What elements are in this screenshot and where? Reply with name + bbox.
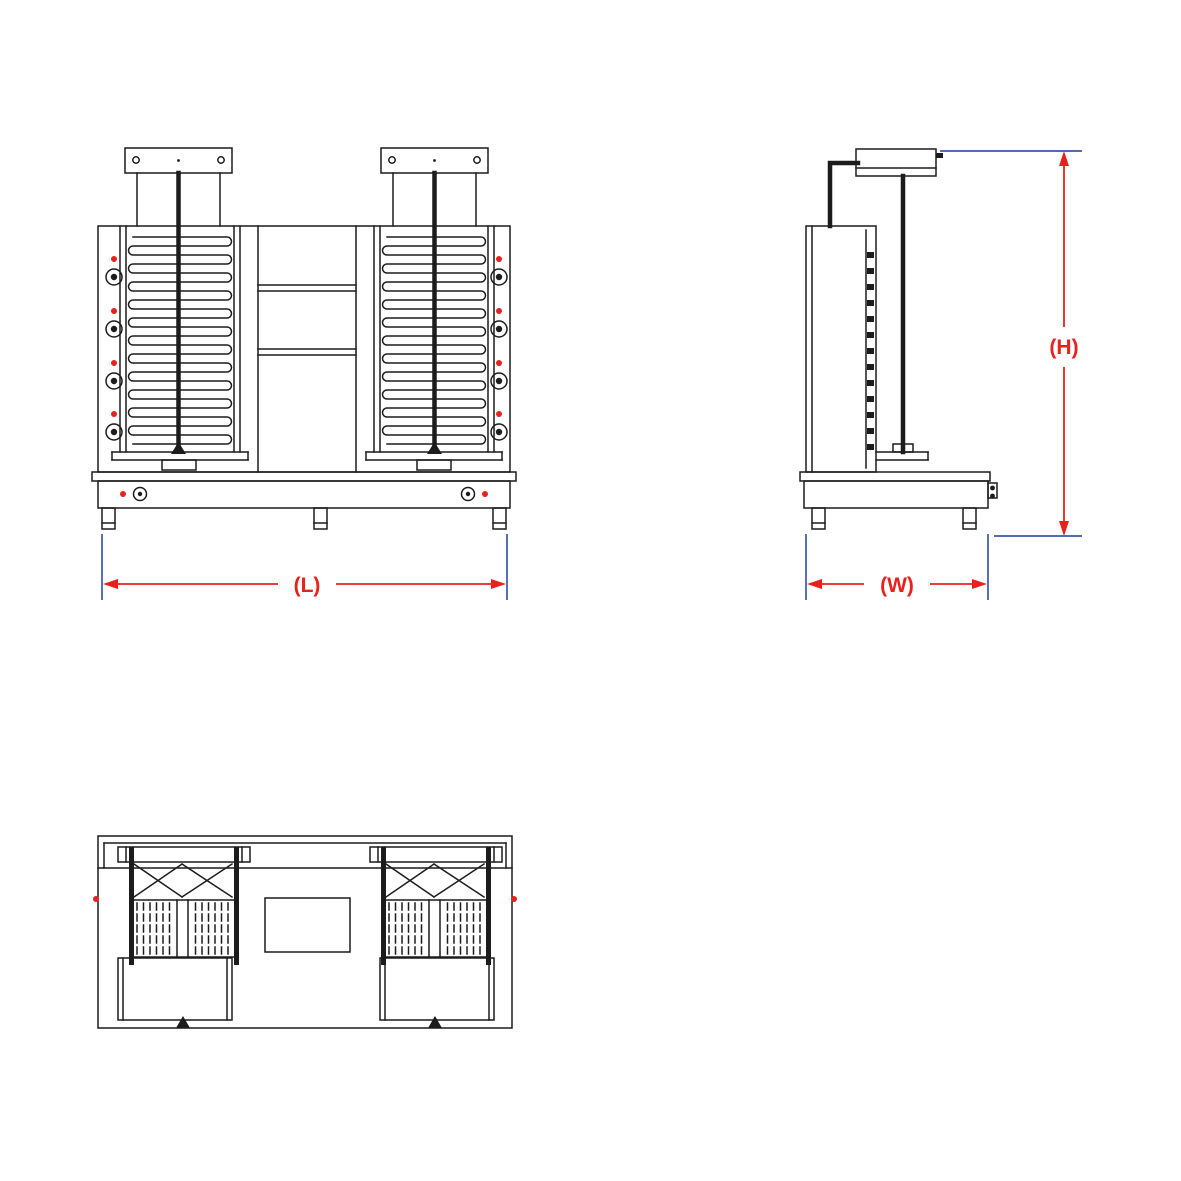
top-indicator-dots bbox=[93, 896, 517, 902]
arrow-down-icon bbox=[1059, 521, 1069, 536]
top-burner-right bbox=[369, 846, 503, 1028]
side-base bbox=[799, 471, 998, 530]
front-leg-left bbox=[101, 507, 116, 530]
front-control-knobs bbox=[105, 256, 508, 502]
width-label: (W) bbox=[880, 574, 914, 597]
extension-lines bbox=[101, 150, 1082, 600]
front-heating-element-right bbox=[381, 236, 487, 445]
front-base bbox=[91, 471, 517, 530]
arrow-up-icon bbox=[1059, 151, 1069, 166]
top-grate-right bbox=[388, 902, 481, 955]
length-label: (L) bbox=[294, 574, 321, 597]
top-view bbox=[93, 835, 517, 1029]
top-tray-left bbox=[117, 957, 233, 1021]
front-leg-middle bbox=[313, 507, 328, 530]
front-view bbox=[91, 147, 517, 530]
side-element-ticks bbox=[867, 252, 874, 450]
side-skewer bbox=[875, 173, 929, 461]
side-leg-left bbox=[811, 507, 826, 530]
width-dimension: (W) bbox=[807, 574, 987, 597]
top-grate-left bbox=[136, 902, 229, 955]
front-body bbox=[97, 225, 511, 473]
front-skewer-rods bbox=[171, 170, 442, 454]
height-dimension: (H) bbox=[1049, 151, 1079, 536]
arrow-left-icon bbox=[103, 579, 118, 589]
arrow-right-icon bbox=[491, 579, 506, 589]
height-label: (H) bbox=[1049, 336, 1078, 359]
side-body bbox=[805, 225, 877, 473]
front-leg-right bbox=[492, 507, 507, 530]
top-tray-right bbox=[379, 957, 495, 1021]
side-bracket bbox=[827, 148, 943, 229]
side-view bbox=[799, 148, 998, 530]
top-burner-left bbox=[117, 846, 251, 1028]
arrow-right-icon bbox=[972, 579, 987, 589]
length-dimension: (L) bbox=[103, 574, 506, 597]
front-heating-element-left bbox=[127, 236, 233, 445]
arrow-left-icon bbox=[807, 579, 822, 589]
top-center-panel bbox=[264, 897, 351, 953]
top-outline bbox=[97, 835, 513, 1029]
side-leg-right bbox=[962, 507, 977, 530]
